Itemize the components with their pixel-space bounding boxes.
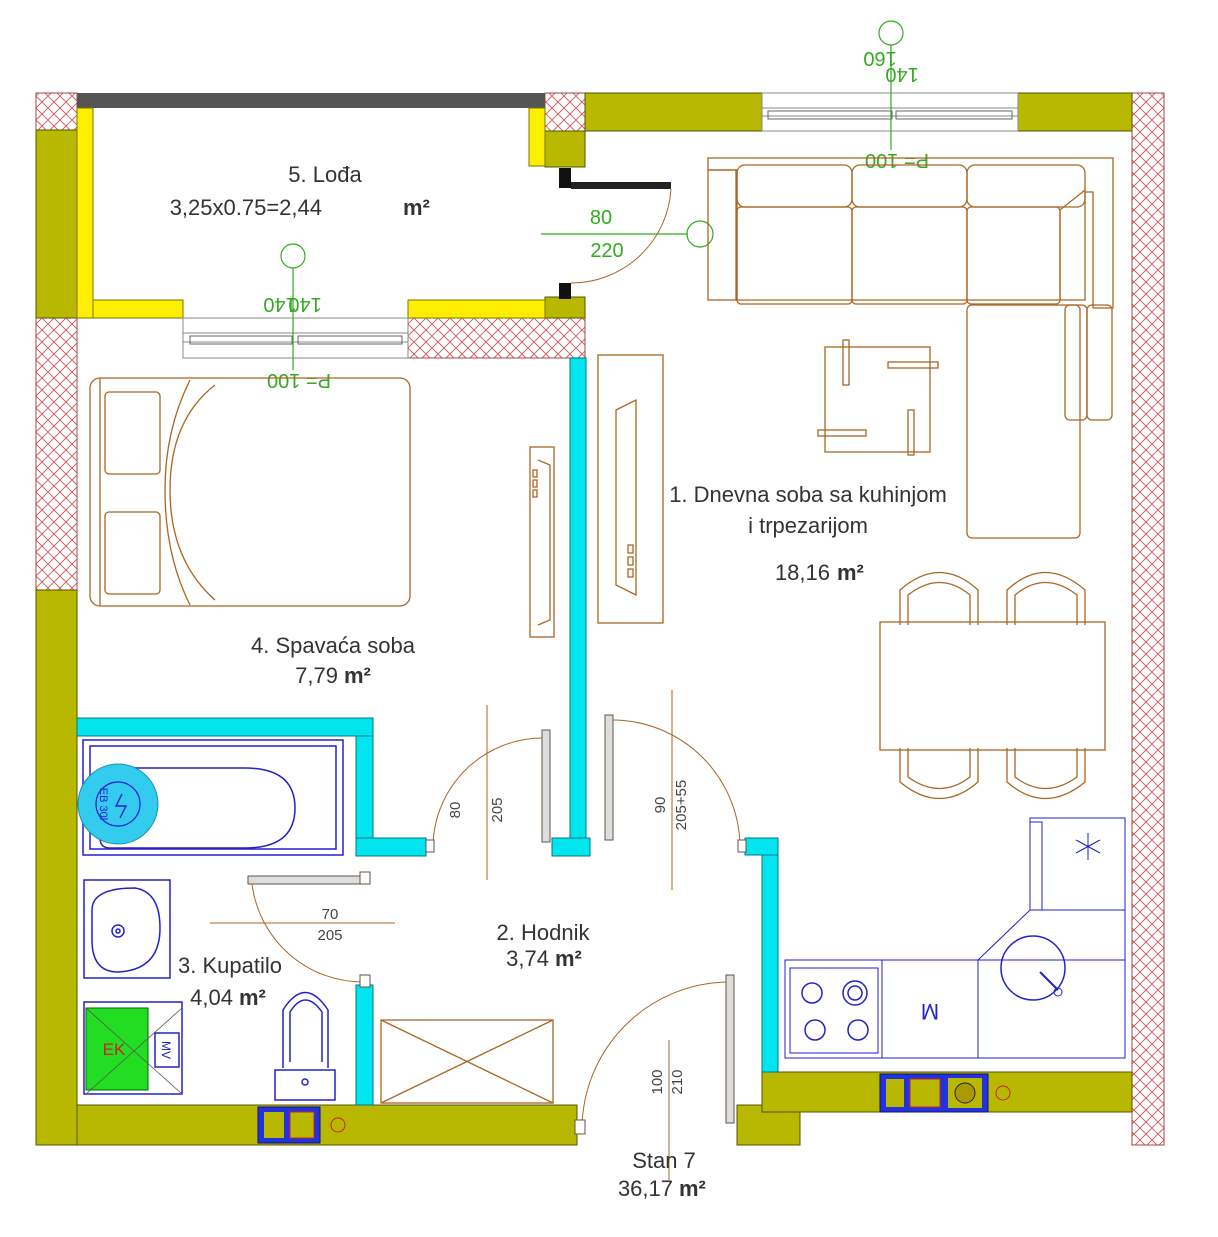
loggia-parapet [77, 93, 545, 108]
label-loggia: 5. Lođa 3,25x0.75=2,44 m² [170, 162, 430, 220]
entry-door-width: 100 [649, 1069, 666, 1094]
wall-left-top [35, 129, 78, 319]
partition-bedroom-living [569, 357, 587, 841]
bed [89, 377, 411, 607]
balcony-door: 80 220 [541, 168, 714, 299]
bath-unit: m² [239, 985, 266, 1010]
label-bath: 3. Kupatilo 4,04 m² [178, 953, 282, 1010]
bedroom-unit: m² [344, 663, 371, 688]
wall-hatch-right [1131, 92, 1165, 1146]
fridge [1029, 817, 1126, 911]
loggia-wall-bottom-a [92, 299, 184, 319]
boiler-label: EB 30l [97, 788, 109, 820]
top-window-width: 140 [885, 63, 918, 85]
shaft-kitchen [879, 1073, 1011, 1113]
loggia-window [182, 317, 409, 359]
living-area: 18,16 [775, 560, 830, 585]
bedroom-door: 80 205 [425, 705, 551, 880]
hall-cabinet [380, 1019, 554, 1104]
window-dimension-loggia: 140 140 P= 100 [263, 243, 331, 391]
loggia-area: 3,25x0.75=2,44 [170, 195, 322, 220]
coffee-table [817, 339, 939, 456]
partition-stub [551, 837, 591, 857]
partition-bath-right [355, 735, 374, 842]
washbasin [83, 879, 171, 979]
top-window-sill: P= 100 [865, 149, 929, 171]
microwave-label: M [921, 999, 939, 1024]
tv-cabinet [597, 354, 664, 624]
toilet [274, 991, 336, 1101]
living-unit: m² [837, 560, 864, 585]
wall-heater: EK MV [83, 1001, 183, 1095]
living-door-height: 205+55 [673, 780, 690, 830]
living-door-width: 90 [652, 797, 669, 814]
bath-area: 4,04 [190, 985, 233, 1010]
living-door: 90 205+55 [604, 690, 747, 890]
heater-label: EK [103, 1040, 126, 1059]
top-window-height: 160 [863, 47, 896, 69]
partition-bath-lower [355, 984, 374, 1106]
bedroom-door-height: 205 [489, 797, 506, 822]
wall-hatch-loggia-bottom [407, 317, 586, 359]
bedroom-area: 7,79 [295, 663, 338, 688]
label-apartment: Stan 7 36,17 m² [618, 1148, 706, 1201]
loggia-wall-right [528, 107, 546, 167]
kitchen-counter [784, 909, 1126, 1059]
living-name-2: i trpezarijom [748, 513, 868, 538]
loggia-window-sill: P= 100 [267, 369, 331, 391]
stove [789, 967, 879, 1054]
partition-kitchen-stub [744, 837, 779, 856]
wall-loggia-jamb [544, 130, 586, 168]
loggia-window-width-1: 140 [263, 293, 296, 315]
partition-bath-stub [355, 837, 427, 857]
loggia-window-width-2: 140 [288, 293, 321, 315]
label-hall: 2. Hodnik 3,74 m² [497, 920, 591, 971]
bath-door: 70 205 [210, 871, 395, 988]
wall-top-a [584, 92, 763, 132]
living-name-1: 1. Dnevna soba sa kuhinjom [669, 482, 947, 507]
wall-hatch-tl [35, 92, 78, 131]
shaft-bath [257, 1106, 346, 1144]
hall-name: 2. Hodnik [497, 920, 591, 945]
sink [1000, 935, 1066, 1001]
label-bedroom: 4. Spavaća soba 7,79 m² [251, 633, 416, 688]
wardrobe [529, 446, 555, 638]
wall-loggia-jamb-2 [544, 296, 586, 319]
wall-hatch-loggia-corner [544, 92, 586, 132]
loggia-unit: m² [403, 195, 430, 220]
balcony-door-width: 80 [590, 207, 612, 229]
bedroom-name: 4. Spavaća soba [251, 633, 416, 658]
microwave: M [921, 999, 939, 1024]
bath-door-width: 70 [322, 906, 339, 923]
apartment-area: 36,17 [618, 1176, 673, 1201]
heater-side-label: MV [159, 1041, 173, 1059]
hall-area: 3,74 [506, 946, 549, 971]
loggia-wall-bottom-b [407, 299, 546, 319]
loggia-name: 5. Lođa [288, 162, 362, 187]
boiler: EB 30l [77, 763, 159, 845]
partition-kitchen [761, 854, 779, 1073]
hall-unit: m² [555, 946, 582, 971]
label-living: 1. Dnevna soba sa kuhinjom i trpezarijom… [669, 482, 947, 585]
dining-set [879, 571, 1106, 800]
walls [35, 92, 1165, 1146]
bath-door-height: 205 [317, 927, 342, 944]
entry-door-height: 210 [669, 1069, 686, 1094]
wall-hatch-left [35, 317, 78, 591]
top-window [761, 92, 1019, 132]
corner-sofa [707, 157, 1114, 539]
balcony-door-height: 220 [590, 240, 623, 262]
wall-top-b [1017, 92, 1133, 132]
apartment-name: Stan 7 [632, 1148, 696, 1173]
wall-bottom-left [76, 1104, 578, 1146]
partition-bath-top [76, 717, 374, 737]
wall-left [35, 589, 78, 1146]
loggia-wall-left [76, 107, 94, 319]
apartment-unit: m² [679, 1176, 706, 1201]
bath-name: 3. Kupatilo [178, 953, 282, 978]
bedroom-door-width: 80 [447, 802, 464, 819]
entry-door: 100 210 [574, 974, 735, 1180]
